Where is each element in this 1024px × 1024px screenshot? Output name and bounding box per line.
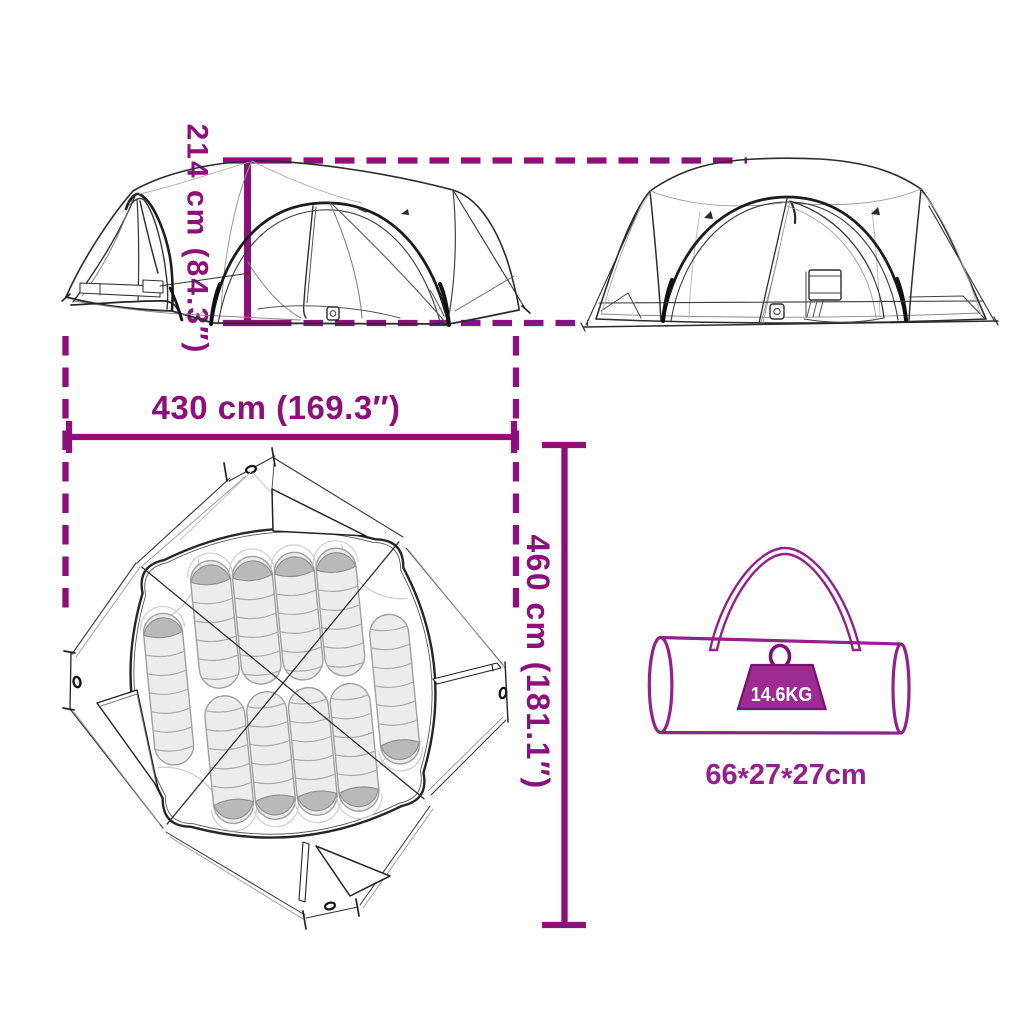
svg-text:66*27*27cm: 66*27*27cm — [705, 759, 866, 795]
svg-text:14.6KG: 14.6KG — [751, 684, 812, 706]
svg-text:460 cm (181.1″): 460 cm (181.1″) — [520, 534, 556, 789]
svg-text:214 cm (84.3″): 214 cm (84.3″) — [181, 124, 214, 355]
svg-text:430 cm (169.3″): 430 cm (169.3″) — [152, 389, 401, 426]
